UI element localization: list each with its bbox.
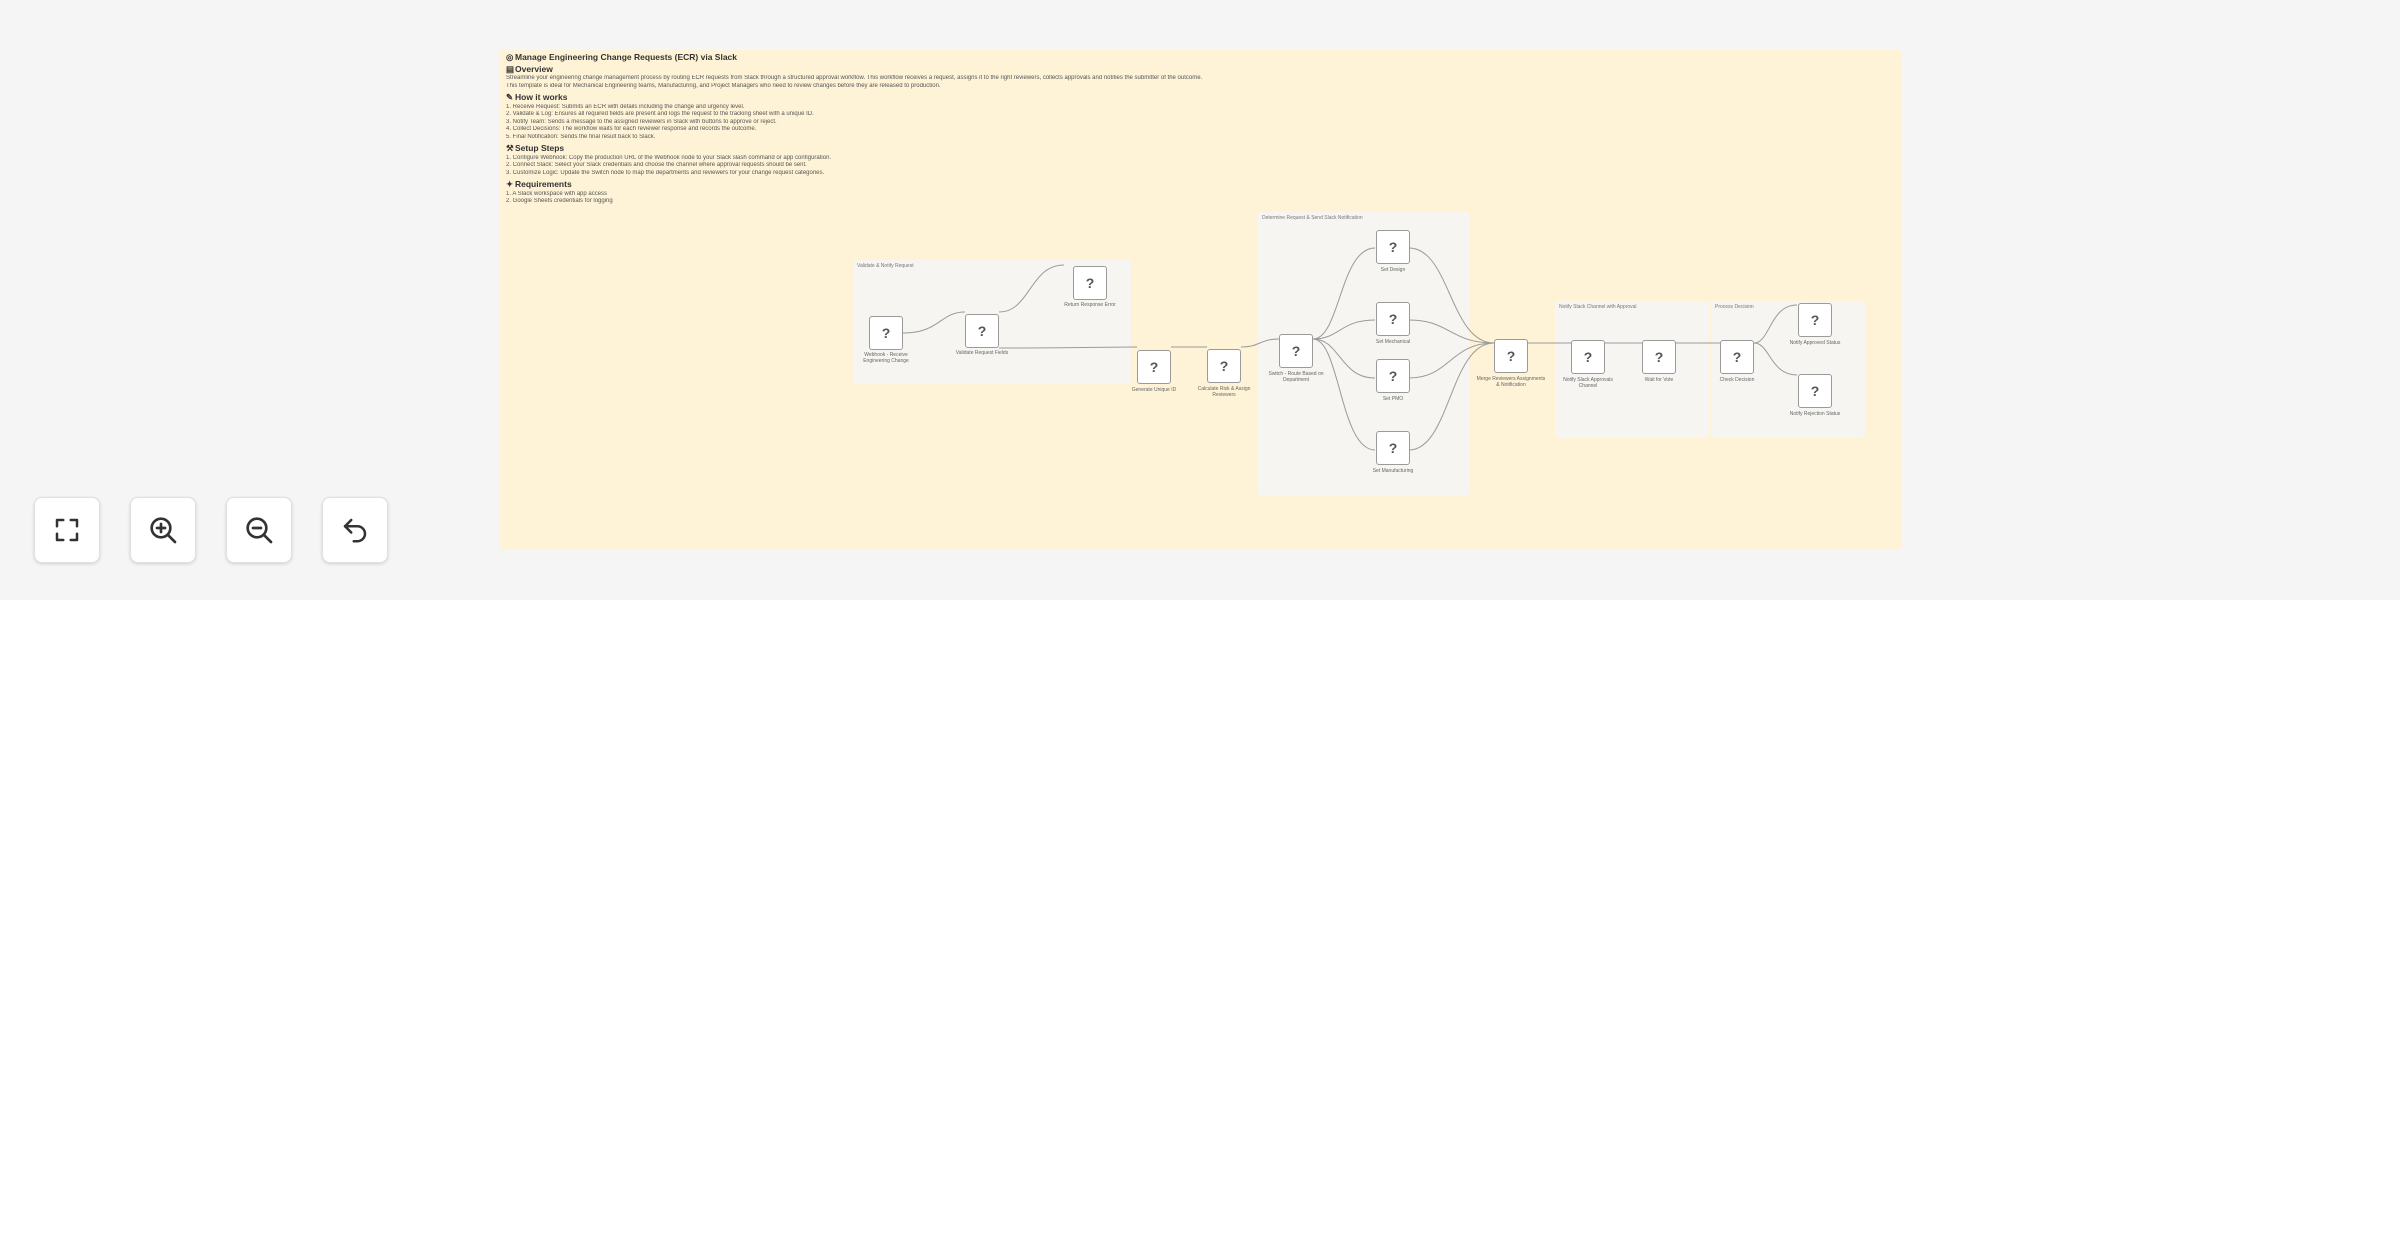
sticky-text: 3. Customize Logic: Update the Switch no… [506, 169, 825, 176]
node-label: Check Decision [1719, 377, 1755, 383]
sticky-text: 2. Validate & Log: Ensures all required … [506, 111, 814, 117]
node-label: Merge Reviewers Assignments & Notificati… [1476, 376, 1546, 388]
node-label: Set PMO [1382, 396, 1404, 402]
pencil-icon: ✎ [506, 92, 514, 102]
undo-icon [343, 518, 367, 543]
question-icon: ? [977, 323, 987, 339]
workflow-node[interactable]: ? [1137, 350, 1171, 384]
sticky-text: 3. Notify Team: Sends a message to the a… [506, 118, 777, 125]
sticky-text: 1. Configure Webhook: Copy the productio… [506, 154, 832, 161]
sticky-text: 5. Final Notification: Sends the final r… [506, 133, 656, 140]
node-label: Set Manufacturing [1372, 468, 1414, 474]
question-icon: ? [1219, 358, 1229, 374]
workflow-node[interactable]: ? [1376, 302, 1410, 336]
node-label: Calculate Risk & Assign Reviewers [1197, 386, 1251, 398]
workflow-node[interactable]: ? [869, 316, 903, 350]
question-icon: ? [1732, 349, 1742, 365]
zoom-out-button[interactable] [226, 497, 292, 563]
question-icon: ? [1583, 349, 1593, 365]
question-icon: ? [1388, 368, 1398, 384]
workflow-node[interactable]: ? [1207, 349, 1241, 383]
node-label: Webhook - Receive Engineering Change [863, 352, 909, 364]
fullscreen-icon [55, 518, 79, 542]
section-heading: ✎How it works [506, 92, 568, 102]
lightbulb-icon: ✦ [506, 179, 514, 189]
workflow-node[interactable]: ? [1571, 340, 1605, 374]
sticky-text: 2. Google Sheets credentials for logging [506, 198, 613, 204]
question-icon: ? [1654, 349, 1664, 365]
node-label: Notify Approved Status [1789, 340, 1841, 346]
section-heading: ▤Overview [506, 63, 553, 74]
workflow-node[interactable]: ? [1494, 339, 1528, 373]
wrench-icon: ⚒ [506, 143, 514, 153]
sticky-text: 1. A Slack workspace with app access [506, 190, 608, 197]
sticky-title: ◎Manage Engineering Change Requests (ECR… [506, 52, 738, 62]
question-icon: ? [881, 325, 891, 341]
workflow-node[interactable]: ? [1376, 431, 1410, 465]
node-label: Wait for Vote [1644, 377, 1674, 383]
workflow-node[interactable]: ? [965, 314, 999, 348]
question-icon: ? [1810, 383, 1820, 399]
zoom-in-button[interactable] [130, 497, 196, 563]
workflow-node[interactable]: ? [1720, 340, 1754, 374]
node-label: Switch - Route Based on Department [1268, 371, 1324, 383]
node-label: Return Response Error [1064, 302, 1116, 308]
workflow-preview[interactable]: ◎Manage Engineering Change Requests (ECR… [500, 50, 1901, 550]
section-heading: ⚒Setup Steps [506, 143, 565, 153]
reset-zoom-button[interactable] [322, 497, 388, 563]
fit-view-button[interactable] [34, 497, 100, 563]
zoom-in-icon [150, 517, 177, 544]
sticky-text: Streamline your engineering change manag… [506, 75, 1203, 81]
question-icon: ? [1388, 440, 1398, 456]
node-label: Validate Request Fields [955, 350, 1009, 356]
workflow-node[interactable]: ? [1798, 303, 1832, 337]
question-icon: ? [1085, 275, 1095, 291]
question-icon: ? [1388, 311, 1398, 327]
question-icon: ? [1149, 359, 1159, 375]
workflow-node[interactable]: ? [1798, 374, 1832, 408]
document-icon: ▤ [506, 63, 515, 74]
section-heading: ✦Requirements [506, 179, 572, 189]
target-icon: ◎ [506, 52, 514, 62]
workflow-node[interactable]: ? [1642, 340, 1676, 374]
workflow-canvas[interactable]: ◎Manage Engineering Change Requests (ECR… [0, 0, 2400, 600]
sticky-text: 1. Receive Request: Submits an ECR with … [506, 103, 745, 110]
node-label: Notify Rejection Status [1789, 411, 1841, 417]
zoom-out-icon [246, 517, 273, 544]
node-label: Set Design [1380, 267, 1406, 273]
workflow-node[interactable]: ? [1376, 359, 1410, 393]
sticky-text: 4. Collect Decisions: The workflow waits… [506, 126, 757, 132]
node-label: Notify Slack Approvals Channel [1563, 377, 1613, 389]
node-label: Set Mechanical [1375, 339, 1411, 345]
workflow-node[interactable]: ? [1073, 266, 1107, 300]
sticky-text: This template is ideal for Mechanical En… [506, 82, 941, 89]
sticky-text: 2. Connect Slack: Select your Slack cred… [506, 162, 807, 168]
node-label: Generate Unique ID [1131, 387, 1177, 393]
sticky-note: ◎Manage Engineering Change Requests (ECR… [506, 52, 1206, 206]
question-icon: ? [1810, 312, 1820, 328]
question-icon: ? [1506, 348, 1516, 364]
workflow-node[interactable]: ? [1376, 230, 1410, 264]
question-icon: ? [1291, 343, 1301, 359]
question-icon: ? [1388, 239, 1398, 255]
workflow-node[interactable]: ? [1279, 334, 1313, 368]
